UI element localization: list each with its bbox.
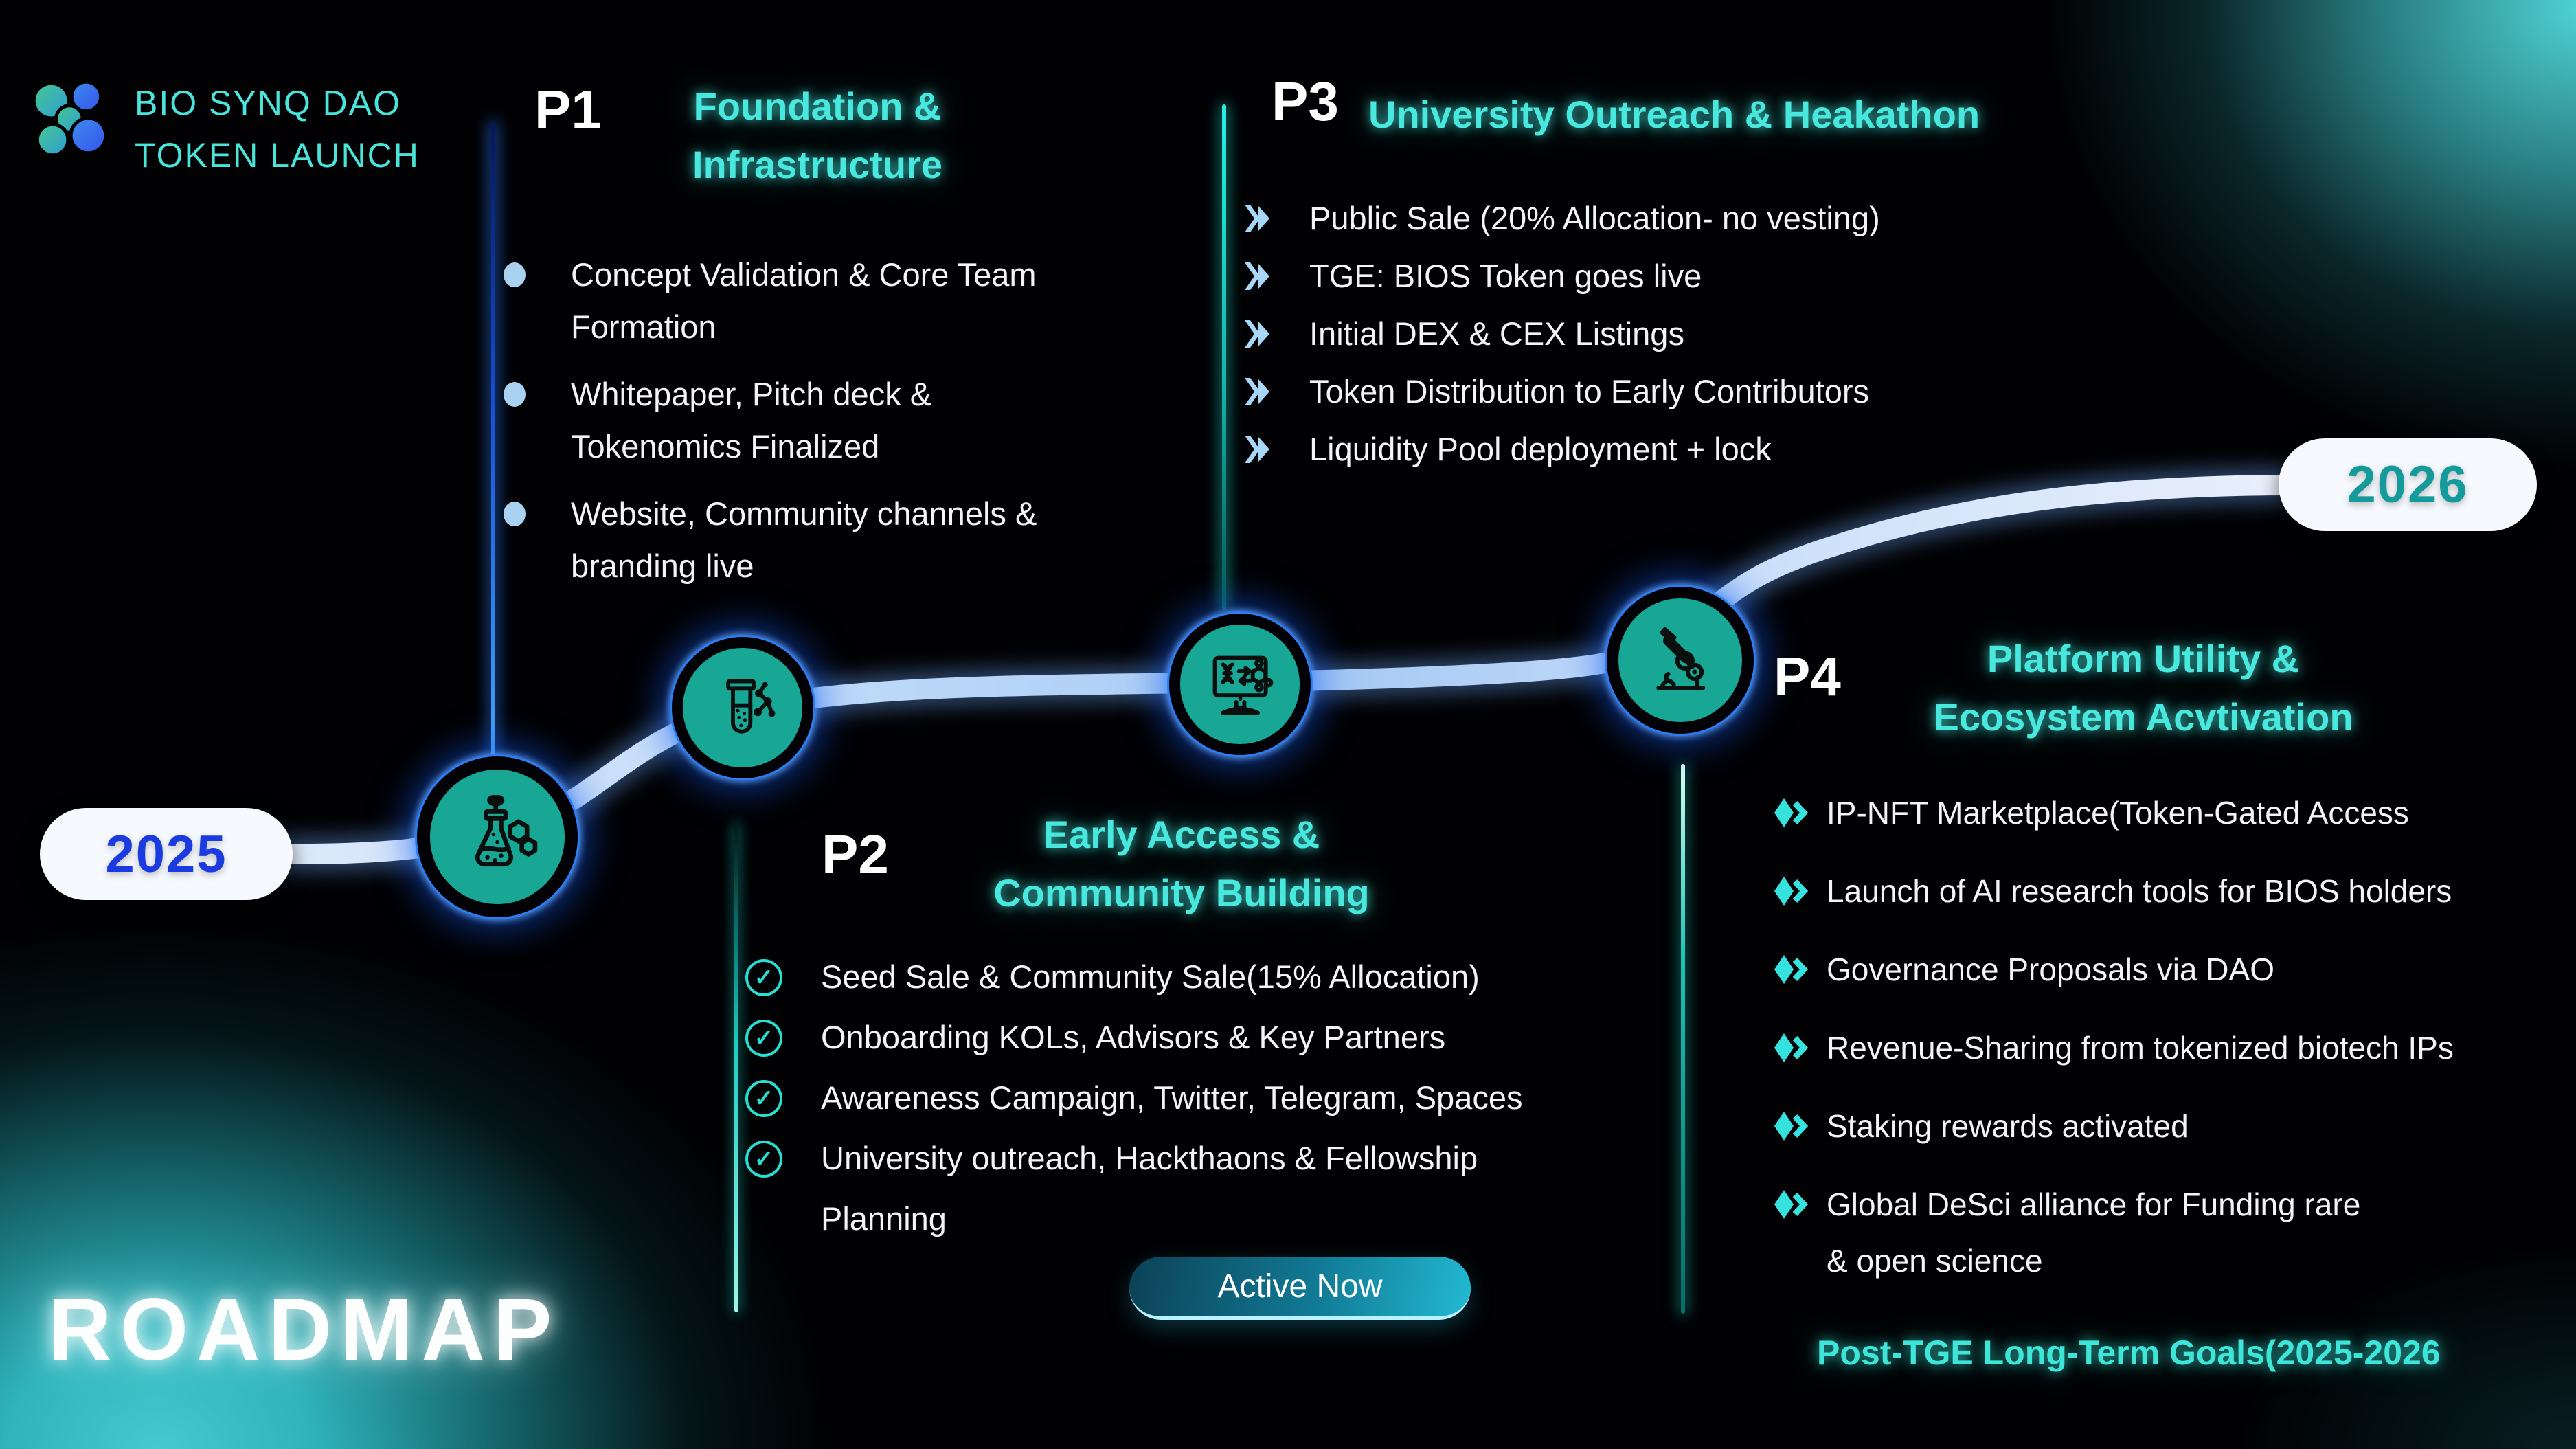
brand-title: BIO SYNQ DAO TOKEN LAUNCH — [135, 76, 420, 181]
list-item: Public Sale (20% Allocation- no vesting) — [1243, 190, 2109, 247]
phase1-label: P1 — [534, 79, 602, 140]
milestone-text: TGE: BIOS Token goes live — [1309, 258, 1702, 294]
milestone-text: Staking rewards activated — [1827, 1108, 2189, 1144]
milestone-text: Token Distribution to Early Contributors — [1309, 373, 1870, 409]
list-item: Governance Proposals via DAO — [1774, 941, 2564, 998]
milestone-text: Concept Validation & Core Team Formation — [571, 256, 1037, 345]
phase4-connector-line — [1681, 764, 1685, 1314]
roadmap-wordmark: ROADMAP — [48, 1281, 561, 1379]
milestone-text: Website, Community channels & branding l… — [571, 495, 1037, 584]
node-disc — [1180, 625, 1300, 744]
milestone-text: University outreach, Hackthaons & Fellow… — [821, 1140, 1478, 1237]
milestone-text: Whitepaper, Pitch deck & Tokenomics Fina… — [571, 376, 932, 464]
bullet-dot-icon — [504, 502, 526, 526]
check-circle-icon: ✓ — [745, 959, 782, 996]
year-badge-2025: 2025 — [40, 808, 293, 900]
timeline-node-phase2 — [670, 635, 815, 780]
check-circle-icon: ✓ — [745, 1141, 782, 1178]
phase3-milestone-list: Public Sale (20% Allocation- no vesting)… — [1243, 190, 2109, 478]
list-item: Revenue-Sharing from tokenized biotech I… — [1774, 1020, 2564, 1076]
diamond-chevron-icon — [1774, 1190, 1809, 1219]
phase4-milestone-list: IP-NFT Marketplace(Token-Gated Access La… — [1774, 785, 2564, 1311]
node-disc — [429, 769, 565, 905]
year-text: 2026 — [2347, 456, 2469, 514]
bio-synq-logo-icon — [32, 80, 108, 157]
milestone-text: Onboarding KOLs, Advisors & Key Partners — [821, 1019, 1446, 1055]
diamond-chevron-icon — [1774, 955, 1809, 984]
timeline-node-phase3 — [1167, 611, 1313, 757]
phase1-connector-line — [491, 122, 495, 760]
phase3-connector-line — [1222, 104, 1226, 610]
milestone-text: IP-NFT Marketplace(Token-Gated Access — [1827, 795, 2409, 831]
phase2-title: Early Access & Community Building — [993, 813, 1370, 914]
chevron-arrow-icon — [1245, 262, 1269, 290]
timeline-node-phase1 — [415, 754, 580, 919]
year-text: 2025 — [105, 824, 227, 884]
phase3-title: University Outreach & Heakathon — [1368, 93, 1980, 136]
phase2-label: P2 — [822, 824, 889, 885]
phase2-connector-line — [734, 823, 738, 1312]
brand: BIO SYNQ DAO TOKEN LAUNCH — [27, 76, 420, 181]
milestone-text: Public Sale (20% Allocation- no vesting) — [1309, 200, 1880, 236]
plant-flask-icon — [475, 795, 538, 867]
milestone-text: Awareness Campaign, Twitter, Telegram, S… — [821, 1079, 1523, 1116]
bullet-dot-icon — [504, 262, 526, 287]
list-item: ✓ Awareness Campaign, Twitter, Telegram,… — [745, 1068, 1652, 1128]
list-item: Token Distribution to Early Contributors — [1243, 363, 2109, 420]
diamond-chevron-icon — [1774, 798, 1809, 827]
node-disc — [683, 648, 802, 767]
milestone-text: Liquidity Pool deployment + lock — [1309, 431, 1772, 467]
list-item: IP-NFT Marketplace(Token-Gated Access — [1774, 785, 2564, 841]
phase1-milestone-list: Concept Validation & Core Team Formation… — [504, 249, 1136, 607]
milestone-text: Seed Sale & Community Sale(15% Allocatio… — [821, 958, 1480, 995]
phase2-milestone-list: ✓ Seed Sale & Community Sale(15% Allocati… — [745, 947, 1652, 1249]
timeline-node-phase4 — [1605, 585, 1756, 736]
list-item: Global DeSci alliance for Funding rare &… — [1774, 1176, 2564, 1289]
check-circle-icon: ✓ — [745, 1080, 782, 1117]
chevron-arrow-icon — [1245, 436, 1269, 463]
node-disc — [1618, 598, 1742, 722]
post-tge-goals-text: Post-TGE Long-Term Goals(2025-2026 — [1817, 1334, 2441, 1372]
milestone-text: Initial DEX & CEX Listings — [1309, 315, 1684, 352]
brand-title-line1: BIO SYNQ DAO — [135, 84, 401, 122]
bullet-dot-icon — [504, 382, 526, 407]
chevron-arrow-icon — [1245, 205, 1269, 232]
chevron-arrow-icon — [1245, 378, 1269, 405]
microscope-icon — [1656, 627, 1706, 690]
list-item: ✓ Onboarding KOLs, Advisors & Key Partner… — [745, 1007, 1652, 1068]
dna-monitor-icon — [1212, 656, 1274, 715]
diamond-chevron-icon — [1774, 1112, 1809, 1141]
milestone-text: Revenue-Sharing from tokenized biotech I… — [1827, 1030, 2454, 1066]
year-badge-2026: 2026 — [2279, 438, 2537, 531]
milestone-text: Global DeSci alliance for Funding rare &… — [1827, 1187, 2361, 1279]
list-item: Whitepaper, Pitch deck & Tokenomics Fina… — [504, 368, 1136, 473]
list-item: Staking rewards activated — [1774, 1098, 2564, 1154]
chevron-arrow-icon — [1245, 320, 1269, 348]
phase3-label: P3 — [1272, 71, 1339, 132]
active-now-button[interactable]: Active Now — [1129, 1257, 1471, 1320]
list-item: Concept Validation & Core Team Formation — [504, 249, 1136, 353]
milestone-text: Launch of AI research tools for BIOS hol… — [1827, 873, 2452, 909]
list-item: ✓ University outreach, Hackthaons & Fell… — [745, 1128, 1652, 1249]
list-item: Launch of AI research tools for BIOS hol… — [1774, 863, 2564, 919]
phase1-title: Foundation & Infrastructure — [692, 85, 943, 186]
diamond-chevron-icon — [1774, 877, 1809, 906]
list-item: Website, Community channels & branding l… — [504, 488, 1136, 592]
active-now-label: Active Now — [1217, 1268, 1383, 1305]
check-circle-icon: ✓ — [745, 1020, 782, 1057]
test-tube-molecule-icon — [726, 679, 776, 734]
phase4-label: P4 — [1774, 646, 1841, 707]
list-item: TGE: BIOS Token goes live — [1243, 247, 2109, 305]
list-item: Liquidity Pool deployment + lock — [1243, 420, 2109, 478]
list-item: ✓ Seed Sale & Community Sale(15% Allocati… — [745, 947, 1652, 1007]
phase4-title: Platform Utility & Ecosystem Acvtivation — [1933, 637, 2353, 739]
brand-title-line2: TOKEN LAUNCH — [135, 136, 420, 175]
diamond-chevron-icon — [1774, 1033, 1809, 1062]
milestone-text: Governance Proposals via DAO — [1827, 952, 2274, 987]
list-item: Initial DEX & CEX Listings — [1243, 305, 2109, 363]
